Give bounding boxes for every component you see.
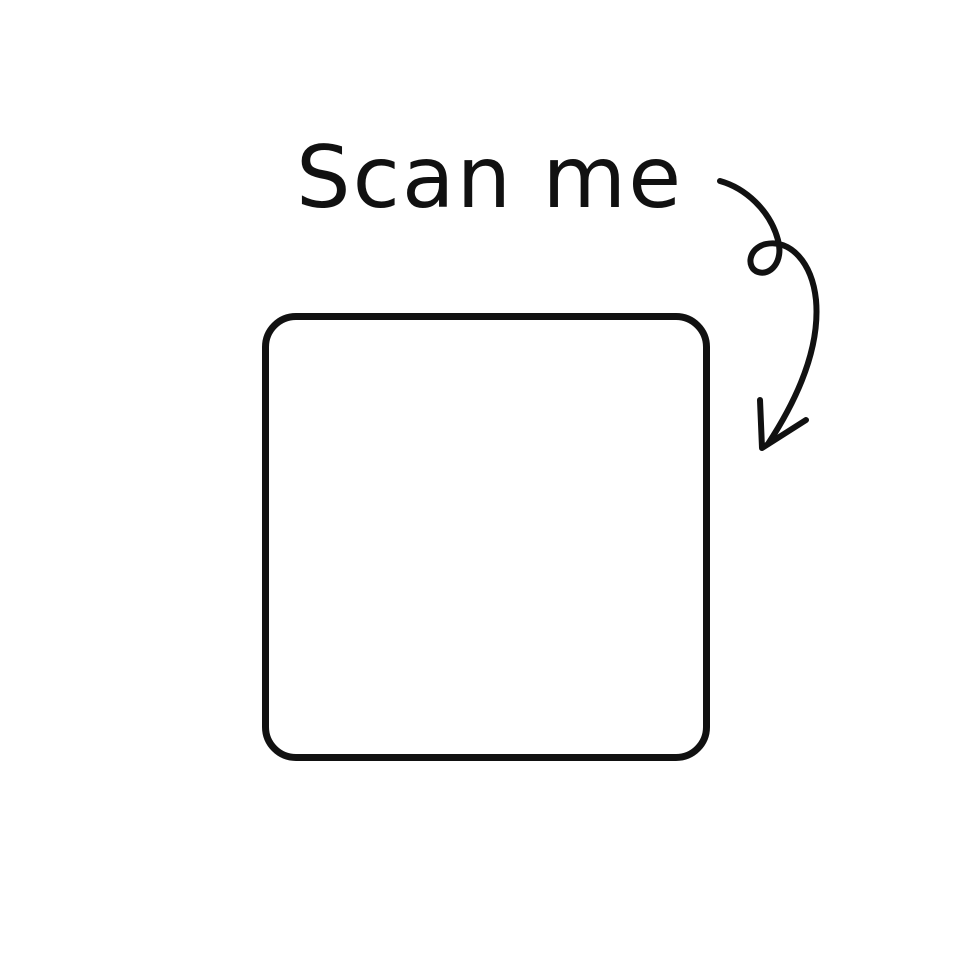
scan-me-label: Scan me — [296, 128, 684, 228]
qr-code-frame — [262, 313, 710, 761]
curly-arrow-icon — [717, 178, 820, 451]
